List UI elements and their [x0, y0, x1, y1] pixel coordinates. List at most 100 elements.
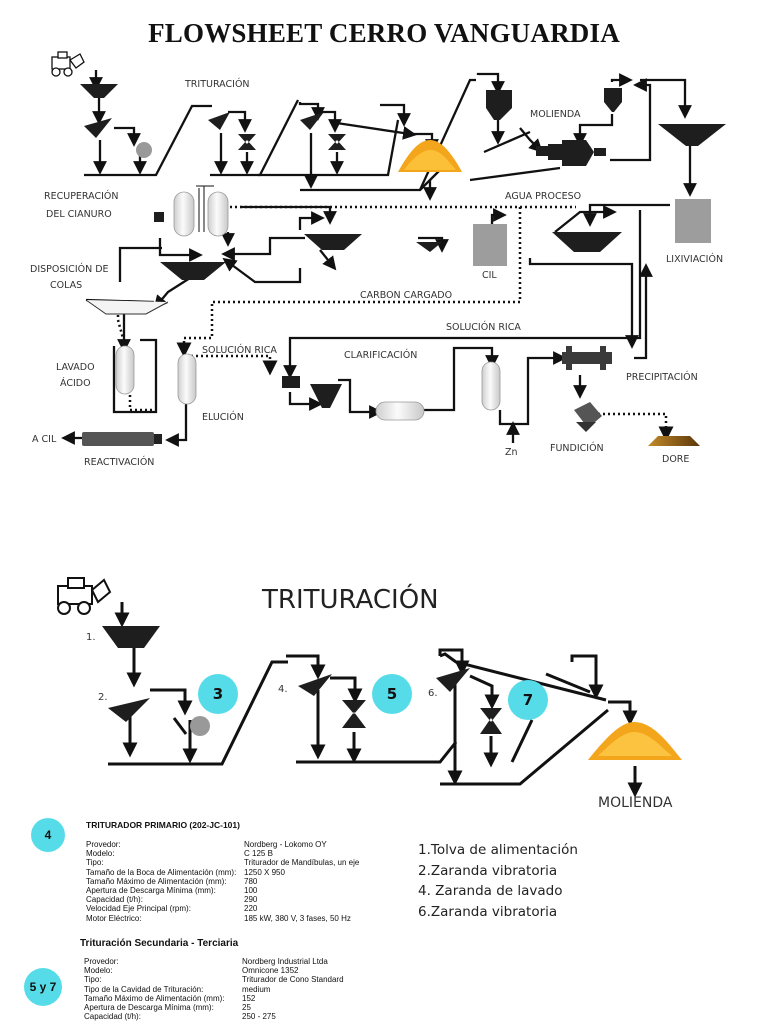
loader-icon — [51, 51, 85, 77]
spec-value: 185 kW, 380 V, 3 fases, 50 Hz — [244, 913, 351, 923]
spec-key: Apertura de Descarga Mínima (mm): — [84, 1003, 214, 1013]
spec-key: Provedor: — [84, 957, 119, 966]
spec-key: Capacidad (t/h): — [84, 1012, 141, 1022]
label-reactivacion: REACTIVACIÓN — [84, 456, 154, 468]
spec-row: Tipo: Triturador de Mandíbulas, un eje — [86, 858, 359, 867]
label-recuperacion-2: DEL CIANURO — [46, 209, 112, 220]
detail-molienda: MOLIENDA — [598, 795, 673, 810]
spec-row: Capacidad (t/h): 250 - 275 — [84, 1012, 344, 1021]
spec-value: 290 — [244, 895, 258, 905]
spec-row: Tamaño de la Boca de Alimentación (mm): 1… — [86, 868, 359, 877]
label-precipitacion: PRECIPITACIÓN — [626, 371, 698, 383]
label-carbon-cargado: CARBON CARGADO — [360, 290, 452, 301]
spec-row: Tipo de la Cavidad de Trituración: medium — [84, 985, 344, 994]
spec-row: Apertura de Descarga Mínima (mm): 25 — [84, 1003, 344, 1012]
svg-text:7: 7 — [523, 691, 533, 709]
detail-title: TRITURACIÓN — [261, 583, 439, 615]
spec-value: 220 — [244, 904, 258, 914]
loader-icon-large — [57, 577, 112, 615]
step-6: 6. — [428, 688, 438, 699]
label-molienda: MOLIENDA — [530, 109, 581, 120]
spec-key: Modelo: — [84, 966, 113, 976]
spec-key: Tipo: — [84, 975, 102, 985]
spec-value: 780 — [244, 876, 258, 886]
label-elucion: ELUCIÓN — [202, 411, 244, 423]
legend-item: 2.Zaranda vibratoria — [418, 862, 558, 879]
spec-row: Modelo: Omnicone 1352 — [84, 966, 344, 975]
label-trituracion: TRITURACIÓN — [184, 78, 250, 90]
spec-value: C 125 B — [244, 849, 273, 859]
svg-text:3: 3 — [213, 685, 223, 703]
legend-item: 4. Zaranda de lavado — [418, 883, 563, 899]
spec-key: Modelo: — [86, 849, 115, 859]
legend-item: 6.Zaranda vibratoria — [418, 903, 558, 920]
ore-pile-large — [588, 722, 682, 760]
label-lavado-1: LAVADO — [56, 362, 95, 373]
spec-primary-heading: TRITURADOR PRIMARIO (202-JC-101) — [86, 820, 240, 830]
circle-3: 3 — [198, 674, 238, 714]
spec-value: medium — [242, 984, 271, 994]
spec-key: Capacidad (t/h): — [86, 895, 143, 905]
spec-key: Provedor: — [86, 840, 121, 849]
label-disposicion-2: COLAS — [50, 280, 82, 291]
spec-key: Tamaño Máximo de Alimentación (mm): — [84, 993, 225, 1003]
badge-primary: 4 — [31, 818, 65, 852]
label-cil: CIL — [482, 270, 497, 281]
spec-value: Nordberg - Lokomo OY — [244, 840, 327, 849]
label-agua-proceso: AGUA PROCESO — [505, 191, 581, 202]
step-1: 1. — [86, 632, 96, 643]
spec-key: Velocidad Eje Principal (rpm): — [86, 904, 191, 914]
flowsheet-diagram: TRITURACIÓN MOLIENDA AGUA PROCESO RECUPE… — [30, 51, 726, 468]
mill — [536, 140, 606, 166]
legend: 1.Tolva de alimentación 2.Zaranda vibrat… — [418, 840, 578, 922]
spec-key: Tamaño de la Boca de Alimentación (mm): — [86, 867, 237, 877]
label-lixiviacion: LIXIVIACIÓN — [666, 253, 723, 265]
spec-row: Tamaño Máximo de Alimentación (mm): 152 — [84, 994, 344, 1003]
spec-value: 1250 X 950 — [244, 867, 285, 877]
spec-row: Velocidad Eje Principal (rpm): 220 — [86, 904, 359, 913]
label-solucion-rica-right: SOLUCIÓN RICA — [446, 321, 521, 333]
spec-row: Provedor: Nordberg - Lokomo OY — [86, 840, 359, 849]
spec-value: 152 — [242, 993, 256, 1003]
legend-item: 1.Tolva de alimentación — [418, 842, 578, 858]
spec-row: Tipo: Triturador de Cono Standard — [84, 975, 344, 984]
spec-value: Triturador de Mandíbulas, un eje — [244, 858, 360, 868]
spec-value: 25 — [242, 1003, 251, 1013]
spec-key: Tipo de la Cavidad de Trituración: — [84, 984, 204, 994]
spec-value: 250 - 275 — [242, 1012, 276, 1022]
spec-key: Motor Eléctrico: — [86, 913, 142, 923]
spec-key: Tamaño Máximo de Alimentación (mm): — [86, 876, 227, 886]
ore-pile — [398, 140, 462, 172]
label-a-cil: A CIL — [32, 434, 57, 445]
badge-secondary: 5 y 7 — [24, 968, 62, 1006]
svg-text:5: 5 — [387, 685, 397, 703]
label-lavado-2: ÁCIDO — [60, 377, 91, 389]
trituracion-diagram: TRITURACIÓN — [57, 577, 682, 810]
spec-key: Tipo: — [86, 858, 104, 868]
spec-primary: TRITURADOR PRIMARIO (202-JC-101) Provedo… — [86, 820, 359, 923]
step-4: 4. — [278, 684, 288, 695]
label-zn: Zn — [505, 447, 518, 458]
circle-7: 7 — [508, 680, 548, 720]
label-dore: DORE — [662, 454, 689, 465]
circle-5: 5 — [372, 674, 412, 714]
spec-value: Omnicone 1352 — [242, 966, 299, 976]
label-solucion-rica-left: SOLUCIÓN RICA — [202, 344, 277, 356]
spec-row: Motor Eléctrico: 185 kW, 380 V, 3 fases, … — [86, 914, 359, 923]
spec-key: Apertura de Descarga Mínima (mm): — [86, 886, 216, 896]
spec-value: Triturador de Cono Standard — [242, 975, 344, 985]
spec-secondary: Trituración Secundaria - Terciaria Prove… — [80, 938, 344, 1021]
spec-row: Tamaño Máximo de Alimentación (mm): 780 — [86, 877, 359, 886]
spec-row: Capacidad (t/h): 290 — [86, 895, 359, 904]
spec-row: Provedor: Nordberg Industrial Ltda — [84, 957, 344, 966]
spec-value: 100 — [244, 886, 258, 896]
label-disposicion-1: DISPOSICIÓN DE — [30, 263, 109, 275]
label-recuperacion-1: RECUPERACIÓN — [44, 190, 119, 202]
spec-secondary-heading: Trituración Secundaria - Terciaria — [80, 938, 239, 949]
step-2: 2. — [98, 692, 108, 703]
label-fundicion: FUNDICIÓN — [550, 442, 604, 454]
spec-row: Modelo: C 125 B — [86, 849, 359, 858]
spec-value: Nordberg Industrial Ltda — [242, 957, 328, 966]
label-clarificacion: CLARIFICACIÓN — [344, 349, 417, 361]
spec-row: Apertura de Descarga Mínima (mm): 100 — [86, 886, 359, 895]
